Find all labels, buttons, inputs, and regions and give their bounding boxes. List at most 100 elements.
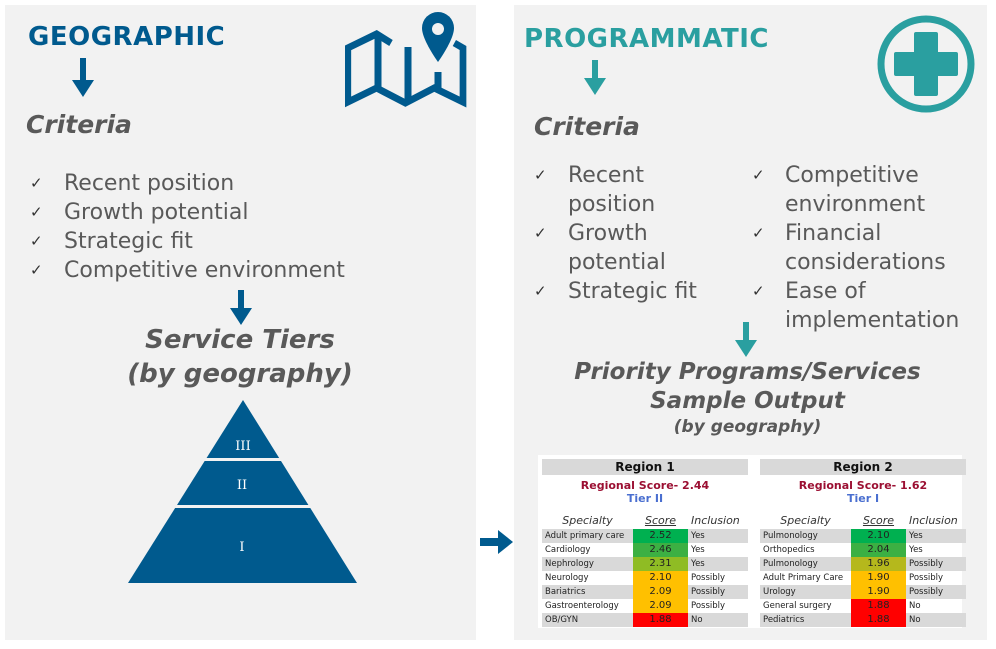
inclusion-cell: Yes	[691, 545, 705, 555]
score-cell: 2.52	[633, 529, 688, 543]
tier-pyramid: III II I	[128, 400, 358, 583]
geographic-criteria-label: Criteria	[26, 110, 132, 139]
regional-score: Regional Score- 1.62	[798, 479, 928, 492]
down-arrow-icon	[72, 58, 94, 97]
inclusion-cell: Possibly	[688, 585, 748, 599]
output-subtitle-line: Sample Output	[650, 388, 845, 414]
score-cell: 1.90	[851, 585, 906, 599]
criteria-item: Strategic fit	[568, 279, 697, 304]
inclusion-cell: Yes	[906, 529, 966, 543]
score-cell: 1.88	[851, 613, 906, 627]
output-title: Priority Programs/Services Sample Output…	[530, 358, 965, 438]
specialty-cell: Gastroenterology	[545, 601, 619, 611]
programmatic-criteria-label: Criteria	[534, 112, 640, 141]
tiers-subtitle-line: (by geography)	[127, 359, 353, 389]
tier-3-label: III	[235, 439, 250, 454]
map-pin-icon	[345, 12, 467, 108]
col-score: Score	[862, 514, 895, 527]
score-cell: 1.88	[851, 599, 906, 613]
specialty-cell: Adult primary care	[542, 529, 633, 543]
score-cell: 2.04	[851, 543, 906, 557]
criteria-item: Growth potential	[568, 221, 666, 275]
tier-1-label: I	[239, 540, 244, 555]
region-table: Region 2 Regional Score- 1.62 Tier I Spe…	[760, 459, 966, 627]
col-specialty: Specialty	[780, 514, 831, 527]
score-cell: 2.31	[633, 557, 688, 571]
score-cell: 2.09	[633, 585, 688, 599]
score-cell: 2.09	[633, 599, 688, 613]
score-cell: 2.10	[633, 571, 688, 585]
inclusion-cell: Possibly	[691, 601, 726, 611]
inclusion-cell: No	[906, 613, 966, 627]
programmatic-title: PROGRAMMATIC	[524, 24, 770, 54]
down-arrow-icon	[735, 322, 757, 357]
region-header: Region 1	[542, 459, 748, 475]
col-inclusion: Inclusion	[691, 514, 740, 527]
specialty-cell: General surgery	[763, 601, 832, 611]
score-cell: 1.96	[851, 557, 906, 571]
output-title-line: Priority Programs/Services	[574, 359, 921, 385]
column-headers: Specialty Score Inclusion	[542, 513, 748, 529]
inclusion-cell: No	[688, 613, 748, 627]
inclusion-cell: Yes	[688, 557, 748, 571]
region-table: Region 1 Regional Score- 2.44 Tier II Sp…	[542, 459, 748, 627]
specialty-cell: Urology	[760, 585, 851, 599]
specialty-cell: Neurology	[545, 573, 589, 583]
regional-score: Regional Score- 2.44	[580, 479, 710, 492]
inclusion-cell: No	[909, 601, 921, 611]
right-arrow-icon	[480, 530, 513, 554]
check-icon: ✓	[534, 166, 547, 184]
specialty-cell: Nephrology	[542, 557, 633, 571]
specialty-cell: Pulmonology	[760, 557, 851, 571]
service-tiers-title: Service Tiers (by geography)	[90, 323, 390, 391]
criteria-item: Financial considerations	[785, 221, 946, 275]
tiers-title-line: Service Tiers	[145, 325, 335, 355]
inclusion-cell: Possibly	[909, 573, 944, 583]
specialty-cell: Pulmonology	[760, 529, 851, 543]
check-icon: ✓	[752, 224, 765, 242]
region-tier: Tier I	[846, 492, 880, 505]
specialty-cell: Adult Primary Care	[763, 573, 844, 583]
down-arrow-icon	[230, 290, 252, 325]
inclusion-cell: Possibly	[691, 573, 726, 583]
score-cell: 2.10	[851, 529, 906, 543]
check-icon: ✓	[30, 203, 43, 221]
specialty-cell: Orthopedics	[763, 545, 815, 555]
criteria-item: Competitive environment	[64, 258, 345, 283]
geographic-title: GEOGRAPHIC	[28, 22, 226, 52]
criteria-item: Recent position	[64, 171, 235, 196]
criteria-item: Recent position	[568, 163, 656, 217]
score-cell: 1.88	[633, 613, 688, 627]
specialty-cell: Bariatrics	[542, 585, 633, 599]
down-arrow-icon	[584, 60, 606, 95]
specialty-cell: Cardiology	[545, 545, 591, 555]
specialty-cell: Pediatrics	[760, 613, 851, 627]
inclusion-cell: Possibly	[906, 585, 966, 599]
tier-2-label: II	[237, 478, 247, 493]
specialty-cell: OB/GYN	[542, 613, 633, 627]
col-score: Score	[644, 514, 677, 527]
criteria-item: Strategic fit	[64, 229, 193, 254]
check-icon: ✓	[534, 224, 547, 242]
inclusion-cell: Possibly	[906, 557, 966, 571]
check-icon: ✓	[30, 232, 43, 250]
check-icon: ✓	[752, 282, 765, 300]
score-cell: 1.90	[851, 571, 906, 585]
check-icon: ✓	[30, 261, 43, 279]
col-specialty: Specialty	[562, 514, 613, 527]
criteria-item: Ease of implementation	[785, 279, 960, 333]
check-icon: ✓	[534, 282, 547, 300]
score-cell: 2.46	[633, 543, 688, 557]
